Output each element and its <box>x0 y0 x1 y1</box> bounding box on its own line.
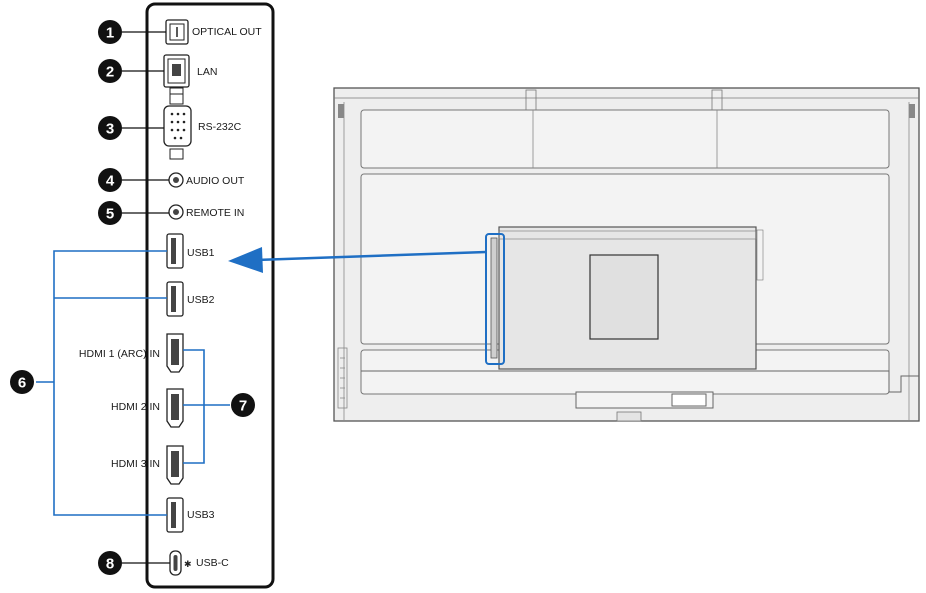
hdmi3-port <box>166 445 184 485</box>
callout-6: 6 <box>10 370 34 394</box>
usb3-label: USB3 <box>187 509 215 521</box>
usb1-label: USB1 <box>187 247 215 259</box>
svg-text:5: 5 <box>106 206 114 223</box>
lan-label: LAN <box>197 66 217 78</box>
rs232c-port <box>163 93 192 160</box>
svg-text:6: 6 <box>18 375 26 392</box>
svg-text:3: 3 <box>106 121 114 138</box>
usbc-label: USB-C <box>196 557 229 569</box>
hdmi2-label: HDMI 2 IN <box>111 401 160 413</box>
usbc-port: ✱ <box>169 550 192 576</box>
callout-1: 1 <box>98 20 122 44</box>
callout-2: 2 <box>98 59 122 83</box>
optical-out-label: OPTICAL OUT <box>192 26 262 38</box>
remote-in-port <box>168 204 184 220</box>
svg-text:7: 7 <box>239 398 247 415</box>
usb1-port <box>166 233 184 269</box>
usb2-label: USB2 <box>187 294 215 306</box>
hdmi1-port <box>166 333 184 373</box>
callout-4: 4 <box>98 168 122 192</box>
rs232c-label: RS-232C <box>198 121 242 133</box>
callout-7: 7 <box>231 393 255 417</box>
hdmi-group-bracket <box>183 349 230 464</box>
svg-text:✱: ✱ <box>184 560 192 570</box>
hdmi1-label: HDMI 1 (ARC) IN <box>79 348 160 360</box>
hdmi3-label: HDMI 3 IN <box>111 458 160 470</box>
audio-out-port <box>168 172 184 188</box>
usb-group-bracket <box>36 250 167 516</box>
connector-panel <box>145 2 275 589</box>
svg-text:4: 4 <box>106 173 115 190</box>
callout-3: 3 <box>98 116 122 140</box>
usb3-port <box>166 497 184 533</box>
svg-text:2: 2 <box>106 64 114 81</box>
callout-5: 5 <box>98 201 122 225</box>
callout-8: 8 <box>98 551 122 575</box>
hdmi2-port <box>166 388 184 428</box>
arrow-icon <box>228 247 487 273</box>
remote-in-label: REMOTE IN <box>186 207 244 219</box>
svg-text:1: 1 <box>106 25 114 42</box>
usb2-port <box>166 281 184 317</box>
connector-highlight-box <box>485 233 505 365</box>
optical-out-port <box>165 19 189 45</box>
svg-text:8: 8 <box>106 556 114 573</box>
audio-out-label: AUDIO OUT <box>186 175 245 187</box>
